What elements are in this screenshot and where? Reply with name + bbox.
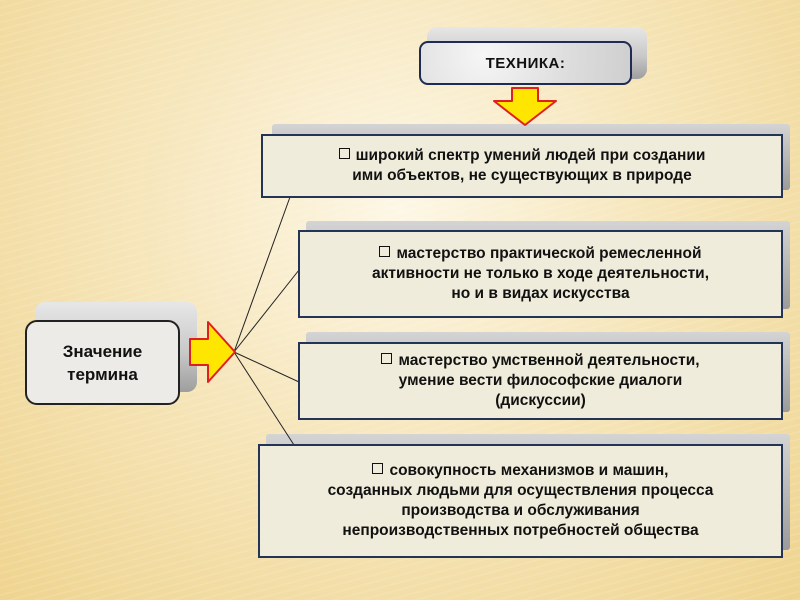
item-4-line-2: созданных людьми для осуществления проце… [327, 482, 714, 499]
checkbox-bullet-icon [372, 463, 384, 475]
item-1-line-1: широкий спектр умений людей при создании [355, 147, 706, 164]
connector-line-item-2 [233, 269, 300, 353]
item-3-line-2: умение вести философские диалоги [398, 372, 683, 389]
connector-line-item-4 [233, 351, 295, 446]
down-arrow-icon [493, 87, 557, 126]
item-4-line-1: совокупность механизмов и машин, [389, 462, 669, 479]
connector-line-item-1 [233, 196, 291, 353]
item-4-line-4: непроизводственных потребностей общества [342, 522, 699, 539]
item-2-line-2: активности не только в ходе деятельности… [371, 265, 710, 282]
connector-line-item-3 [233, 351, 300, 383]
meaning-item-2: мастерство практической ремесленной акти… [298, 230, 783, 318]
right-arrow-icon [189, 321, 236, 383]
item-3-line-1: мастерство умственной деятельности, [398, 352, 700, 369]
term-line-2: термина [67, 364, 138, 384]
item-1-line-2: ими объектов, не существующих в природе [352, 167, 692, 184]
item-4-line-3: производства и обслуживания [401, 502, 640, 519]
title-text: ТЕХНИКА: [485, 54, 566, 72]
item-3-line-3: (дискуссии) [495, 392, 586, 409]
title-box: ТЕХНИКА: [419, 41, 632, 85]
term-box: Значение термина [25, 320, 180, 405]
checkbox-bullet-icon [338, 148, 350, 160]
meaning-item-1: широкий спектр умений людей при создании… [261, 134, 783, 198]
checkbox-bullet-icon [379, 246, 391, 258]
term-line-1: Значение [62, 341, 143, 361]
item-2-line-1: мастерство практической ремесленной [396, 245, 702, 262]
meaning-item-3: мастерство умственной деятельности, умен… [298, 342, 783, 420]
checkbox-bullet-icon [381, 353, 393, 365]
item-2-line-3: но и в видах искусства [451, 285, 630, 302]
meaning-item-4: совокупность механизмов и машин, созданн… [258, 444, 783, 558]
